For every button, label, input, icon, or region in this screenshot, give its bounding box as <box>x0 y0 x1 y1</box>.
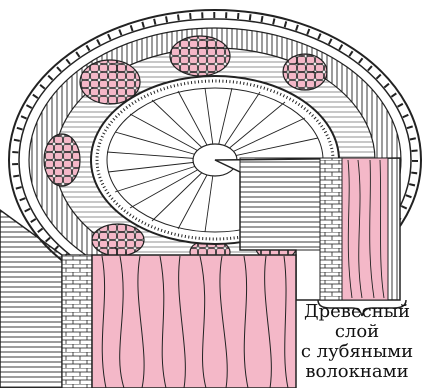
caption-line-2: слой <box>292 322 422 342</box>
caption-line-4: волокнами <box>292 362 422 382</box>
caption-line-1: Древесный <box>292 302 422 322</box>
wood-layer-label: Древесный слой с лубяными волокнами <box>292 302 422 382</box>
caption-line-3: с лубяными <box>292 342 422 362</box>
